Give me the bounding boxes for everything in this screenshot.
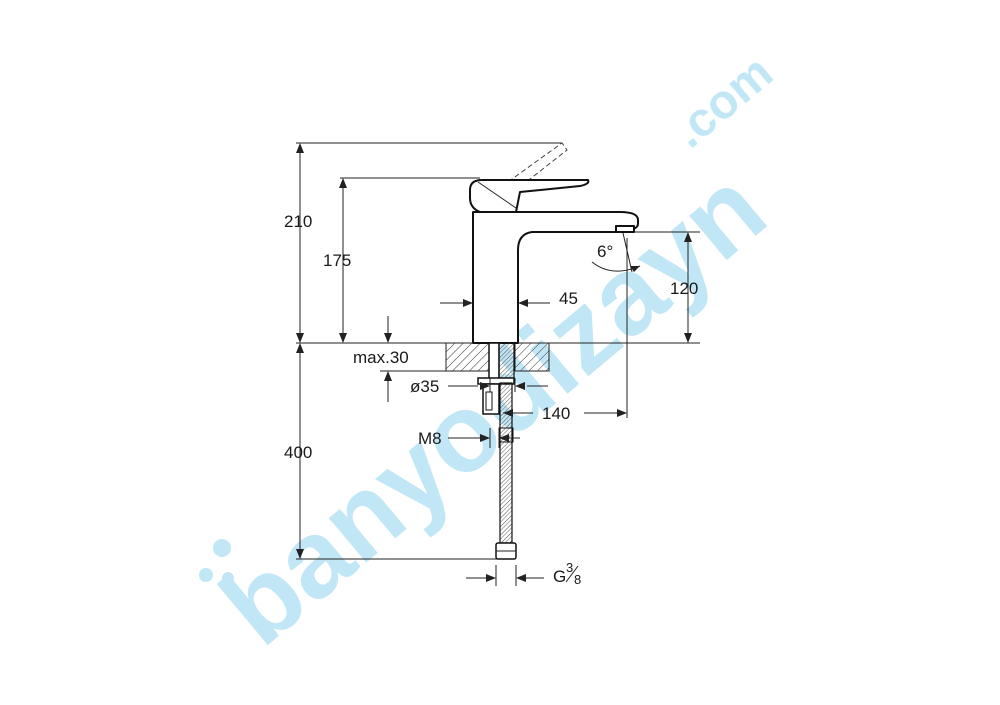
body-width-label: 45 (559, 289, 578, 308)
watermark-suffix-text: .com (663, 46, 783, 159)
hose-length-label: 400 (284, 443, 312, 462)
countertop (445, 342, 550, 372)
dimension-175: 175 (323, 178, 351, 343)
dimension-140: 140 (503, 404, 627, 423)
dimension-max30: max.30 (353, 316, 446, 402)
spray-angle-label: 6° (597, 242, 613, 261)
watermark-dot-icon (222, 572, 234, 584)
faucet-lever (469, 179, 590, 213)
mounting-stud (488, 342, 500, 382)
dimension-connection: G 3 8 (466, 560, 581, 587)
watermark-dot-icon (199, 568, 213, 582)
dimension-diameter: ø35 (410, 377, 548, 396)
spout-height-label: 175 (323, 251, 351, 270)
faucet-outlet (615, 225, 635, 233)
max-deck-label: max.30 (353, 348, 409, 367)
faucet-body (469, 142, 639, 560)
connection-numerator: 3 (566, 560, 573, 575)
dimension-210: 210 (284, 143, 312, 343)
dimension-400: 400 (284, 343, 312, 559)
hole-diameter-label: ø35 (410, 377, 439, 396)
dimension-spray-angle: 6° (591, 232, 641, 273)
hose-top (498, 342, 515, 384)
flexible-hose (499, 382, 513, 544)
dimension-45: 45 (440, 289, 578, 308)
dimension-m8: M8 (418, 428, 520, 448)
dimension-120: 120 (670, 232, 698, 343)
total-height-label: 210 (284, 212, 312, 231)
projection-label: 140 (542, 404, 570, 423)
connection-base: G (553, 567, 566, 586)
outlet-height-label: 120 (670, 279, 698, 298)
connection-label: G (553, 567, 566, 586)
watermark-dot-icon (213, 539, 231, 557)
connection-denominator: 8 (574, 572, 581, 587)
stud-label: M8 (418, 429, 442, 448)
